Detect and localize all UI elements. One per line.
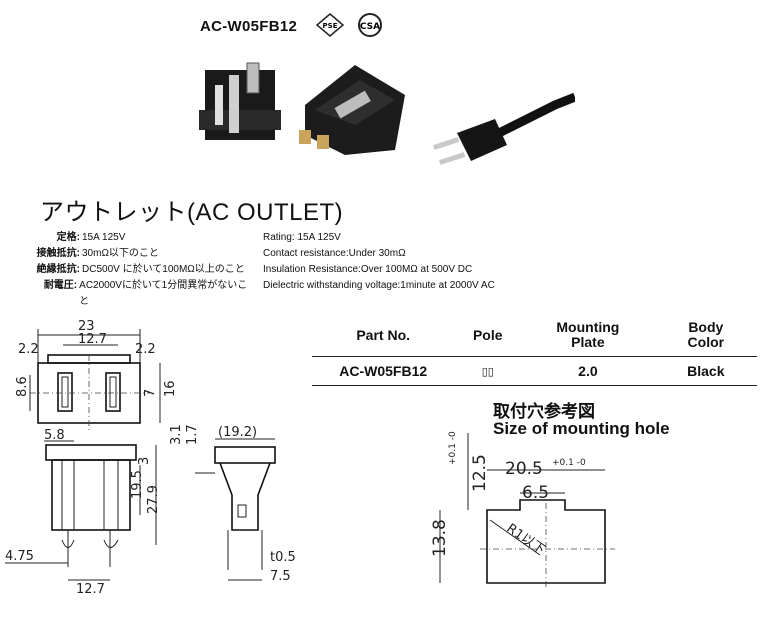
product-photos <box>199 62 575 165</box>
pse-mark-icon: PSE <box>315 13 345 37</box>
svg-text:4.75: 4.75 <box>5 549 34 564</box>
spec-jp-row: 絶縁抵抗:DC500V に於いて100MΩ以上のこと <box>36 264 245 275</box>
cell-mounting-plate: 2.0 <box>521 356 655 386</box>
svg-text:3: 3 <box>137 457 152 465</box>
specs-japanese: 定格:15A 125V 接触抵抗:30mΩ以下のこと 絶縁抵抗:DC500V に… <box>10 230 250 310</box>
technical-drawings: 23 12.7 2.2 2.2 8.6 7 16 5.8 3 19. <box>5 319 615 597</box>
svg-text:16: 16 <box>163 380 178 397</box>
mounting-hole-drawing: 20.5 +0.1 -0 6.5 12.5 +0.1 -0 13.8 R1以下 <box>430 431 615 590</box>
svg-text:19.5: 19.5 <box>130 470 145 499</box>
spec-en-row: Dielectric withstanding voltage:1minute … <box>263 280 495 291</box>
csa-mark-icon: CSA <box>358 13 382 37</box>
header-mounting-plate: Mounting Plate <box>521 318 655 357</box>
svg-text:20.5: 20.5 <box>505 459 543 479</box>
svg-text:R1以下: R1以下 <box>504 521 548 558</box>
svg-text:t0.5: t0.5 <box>270 550 296 565</box>
svg-text:1.7: 1.7 <box>185 424 200 445</box>
svg-text:23: 23 <box>78 319 95 334</box>
svg-text:+0.1 -0: +0.1 -0 <box>448 431 458 465</box>
model-number: AC-W05FB12 <box>200 18 298 35</box>
mounting-hole-title-en: Size of mounting hole <box>493 419 670 438</box>
outlet-front-image <box>199 62 281 140</box>
header-part-no: Part No. <box>312 318 455 357</box>
spec-jp-row: 定格:15A 125V <box>56 232 126 243</box>
cell-body-color: Black <box>654 356 757 386</box>
svg-text:7: 7 <box>143 389 158 397</box>
svg-text:12.5: 12.5 <box>470 454 490 492</box>
svg-text:3.1: 3.1 <box>169 424 184 445</box>
spec-en-row: Contact resistance:Under 30mΩ <box>263 248 406 259</box>
svg-text:13.8: 13.8 <box>430 519 450 557</box>
spec-jp-row: 接触抵抗:30mΩ以下のこと <box>36 248 159 259</box>
parts-table: Part No. Pole Mounting Plate Body Color … <box>312 318 757 386</box>
cell-part-no: AC-W05FB12 <box>312 356 455 386</box>
table-row: AC-W05FB12 ▯▯ 2.0 Black <box>312 356 757 386</box>
specs-english: Rating: 15A 125V Contact resistance:Unde… <box>263 230 563 294</box>
header-body-color: Body Color <box>654 318 757 357</box>
svg-text:(19.2): (19.2) <box>218 425 257 440</box>
page-title: アウトレット(AC OUTLET) <box>40 199 344 226</box>
cell-pole: ▯▯ <box>454 356 522 386</box>
svg-text:12.7: 12.7 <box>78 332 107 347</box>
spec-en-row: Insulation Resistance:Over 100MΩ at 500V… <box>263 264 473 275</box>
svg-text:12.7: 12.7 <box>76 582 105 597</box>
outlet-angle-image <box>299 65 405 155</box>
header-pole: Pole <box>454 318 522 357</box>
svg-text:6.5: 6.5 <box>522 483 549 503</box>
svg-text:7.5: 7.5 <box>270 569 291 584</box>
svg-text:5.8: 5.8 <box>44 428 65 443</box>
front-view-drawing: 23 12.7 2.2 2.2 8.6 7 16 <box>15 319 178 430</box>
spec-jp-row: 耐電圧:AC2000Vに於いて1分間異常がないこと <box>43 280 248 307</box>
svg-text:+0.1 -0: +0.1 -0 <box>552 458 586 468</box>
svg-text:PSE: PSE <box>323 22 338 30</box>
svg-text:2.2: 2.2 <box>18 342 39 357</box>
end-view-drawing: 3.1 1.7 (19.2) t0.5 7.5 <box>169 424 296 584</box>
plug-image <box>433 92 575 165</box>
svg-text:2.2: 2.2 <box>135 342 156 357</box>
spec-en-row: Rating: 15A 125V <box>263 232 341 243</box>
svg-text:27.9: 27.9 <box>146 485 161 514</box>
mounting-hole-title-jp: 取付穴参考図 <box>493 402 595 421</box>
svg-text:CSA: CSA <box>360 22 380 32</box>
svg-text:8.6: 8.6 <box>15 376 30 397</box>
side-view-drawing: 5.8 3 19.5 27.9 4.75 12.7 <box>5 428 161 597</box>
